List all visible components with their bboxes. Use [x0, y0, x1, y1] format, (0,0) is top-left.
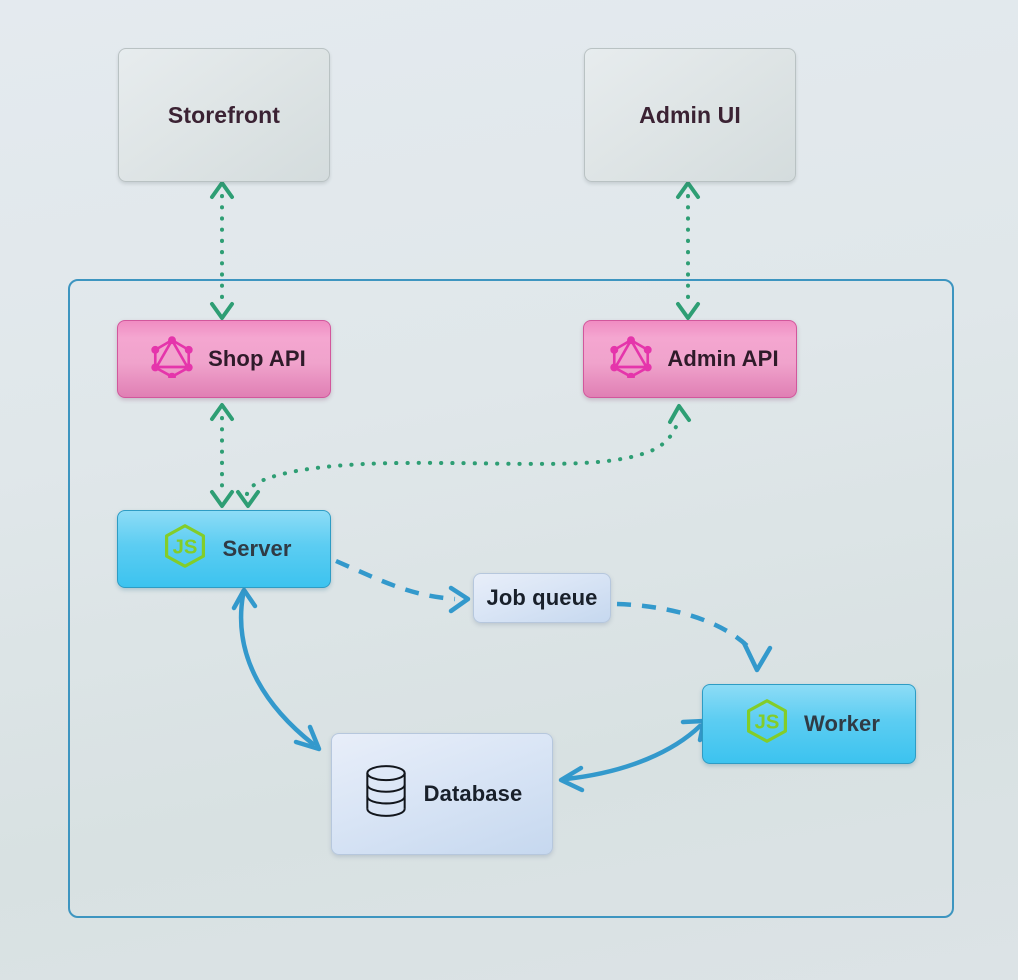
nodejs-icon: JS: [162, 523, 208, 575]
node-database[interactable]: Database: [331, 733, 553, 855]
node-job-queue[interactable]: Job queue: [473, 573, 611, 623]
node-server-label: Server: [222, 536, 292, 561]
node-database-label: Database: [423, 781, 523, 806]
node-shop-api[interactable]: Shop API: [117, 320, 331, 398]
server-container-frame: [68, 279, 954, 918]
node-storefront-label: Storefront: [167, 101, 281, 128]
node-job-queue-label: Job queue: [486, 585, 598, 610]
graphql-icon: [609, 334, 653, 384]
node-storefront[interactable]: Storefront: [118, 48, 330, 182]
node-shop-api-label: Shop API: [208, 346, 306, 371]
node-worker[interactable]: JS Worker: [702, 684, 916, 764]
node-worker-label: Worker: [804, 711, 880, 736]
graphql-icon: [150, 334, 194, 384]
node-admin-api-label: Admin API: [667, 346, 779, 371]
svg-text:JS: JS: [173, 536, 198, 558]
node-admin-api[interactable]: Admin API: [583, 320, 797, 398]
node-admin-ui[interactable]: Admin UI: [584, 48, 796, 182]
svg-text:JS: JS: [755, 711, 780, 733]
node-admin-ui-label: Admin UI: [639, 101, 741, 128]
database-cylinder-icon: [362, 763, 410, 825]
nodejs-icon: JS: [744, 698, 790, 750]
node-server[interactable]: JS Server: [117, 510, 331, 588]
